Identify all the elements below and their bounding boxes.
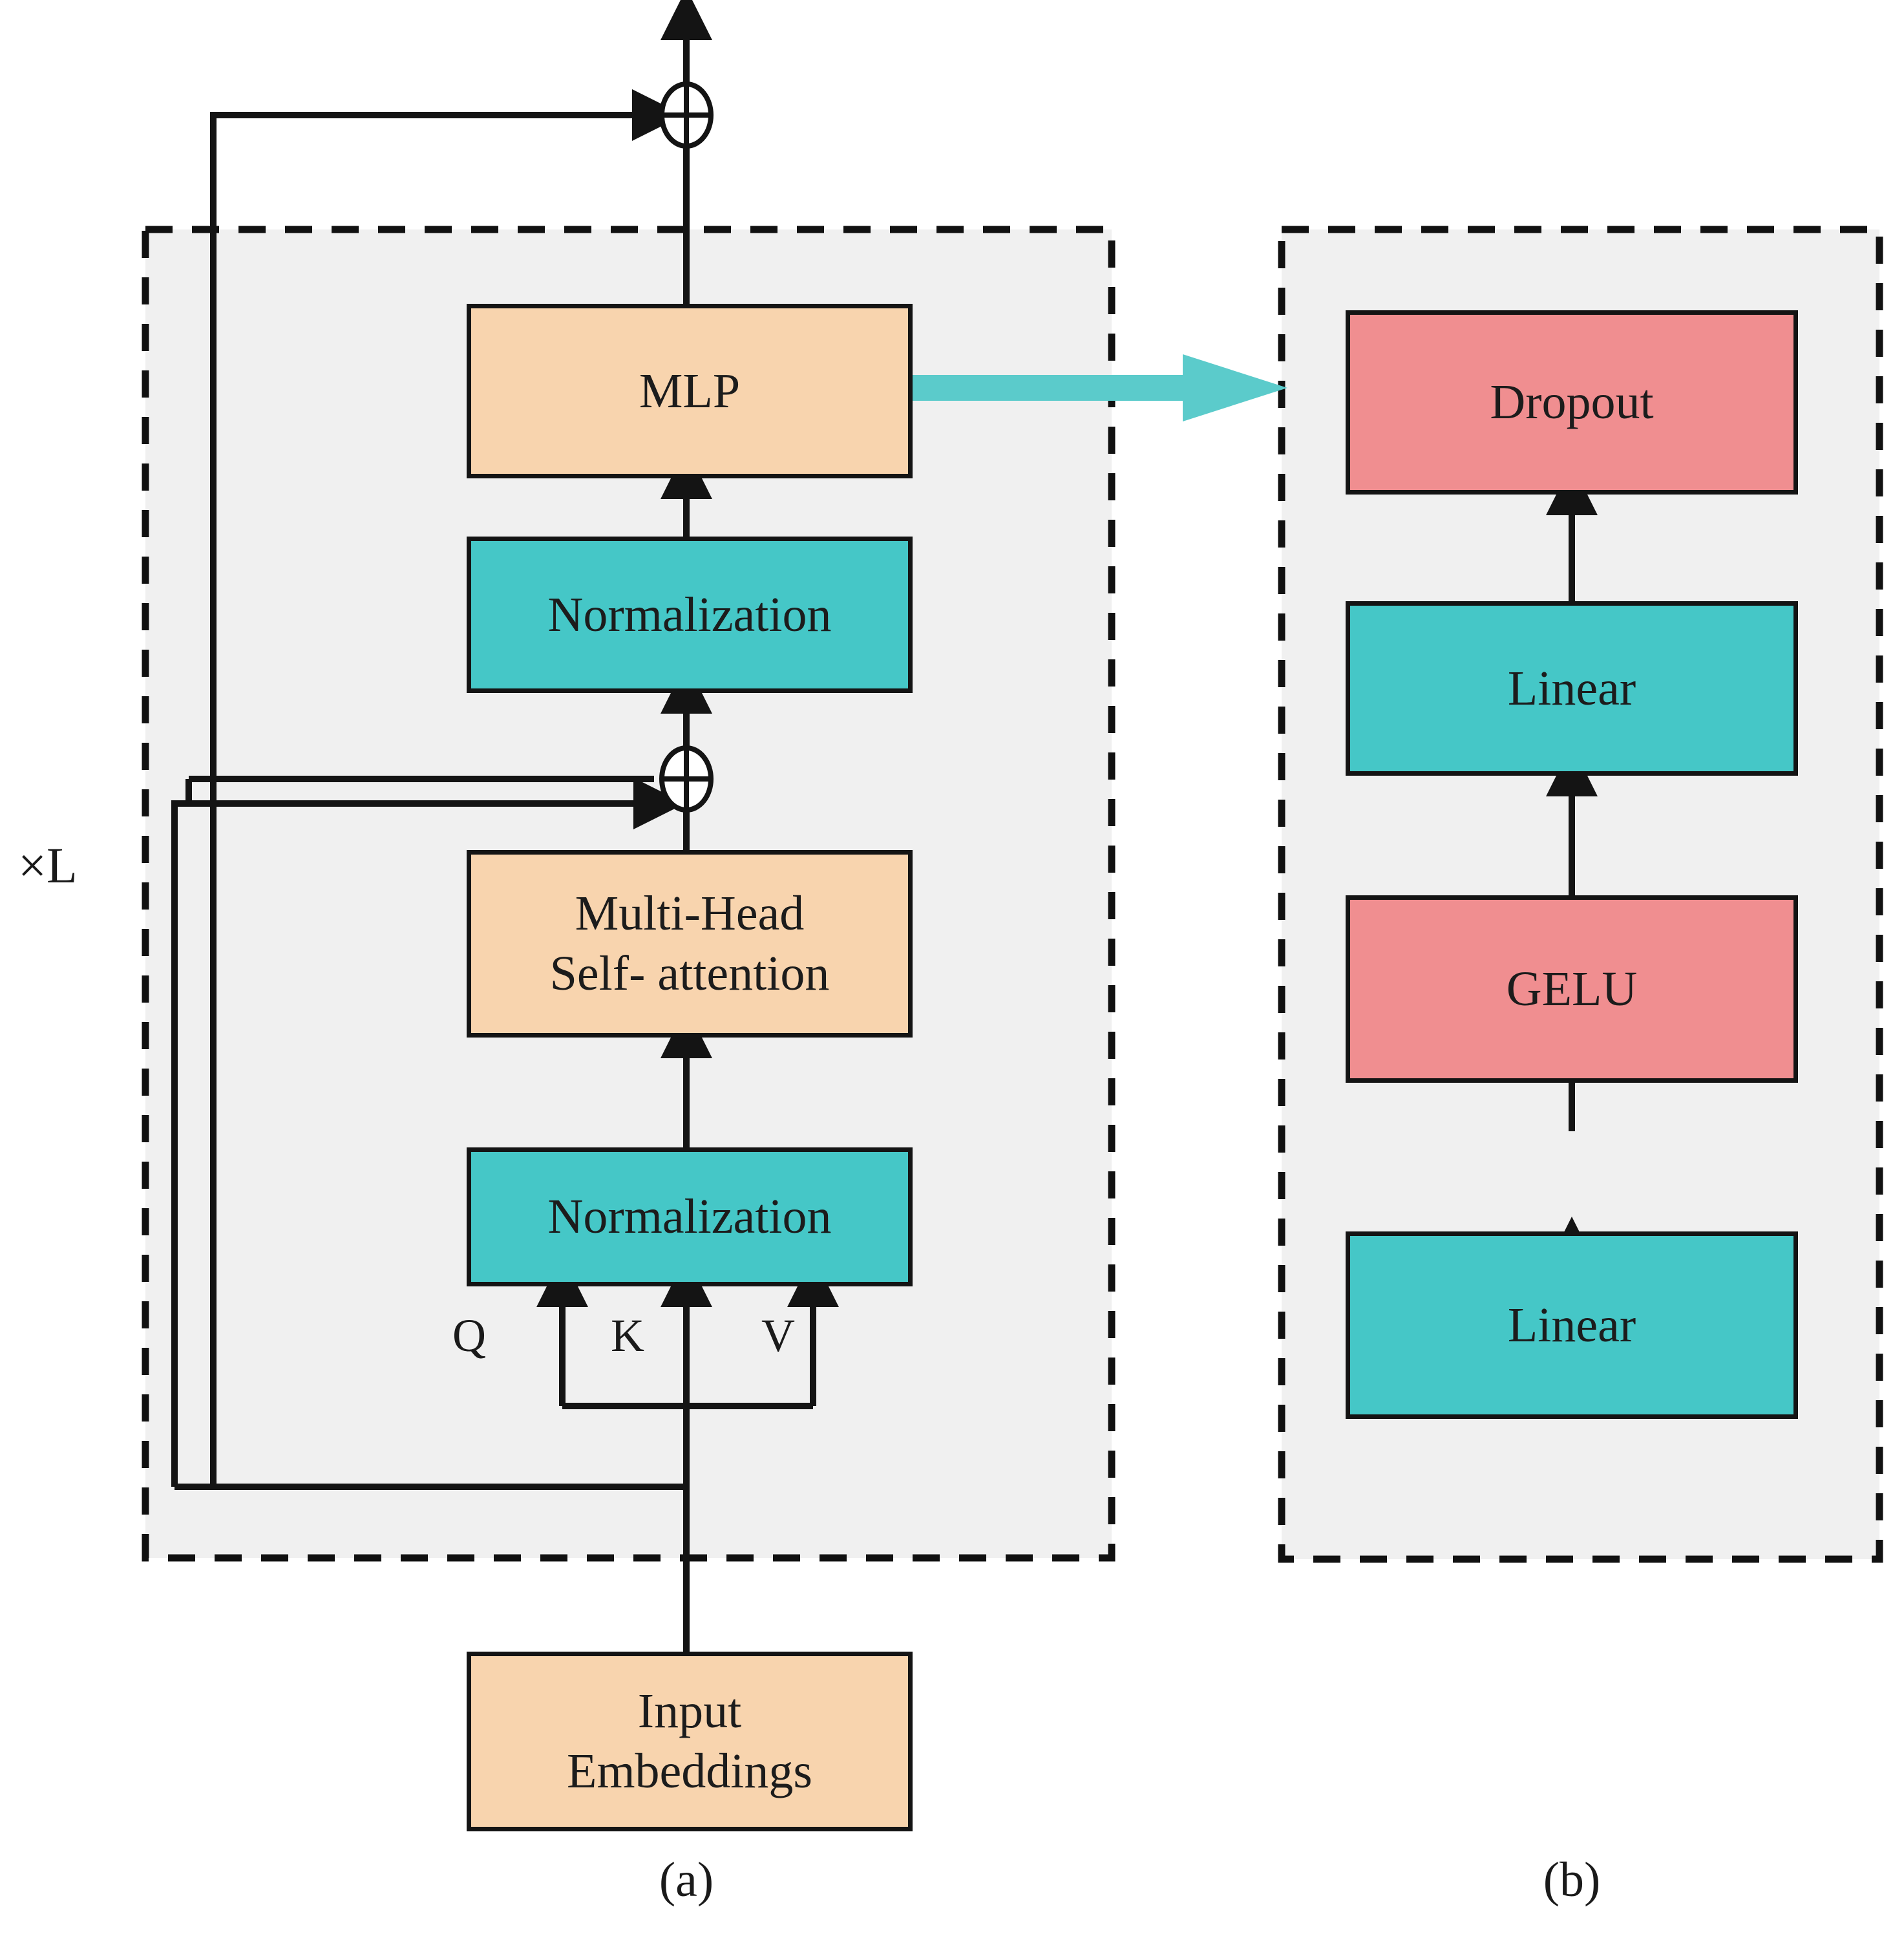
node-linear-top[interactable]: Linear xyxy=(1346,601,1798,776)
node-multi-head-self-attention[interactable]: Multi-Head Self- attention xyxy=(467,850,913,1038)
node-gelu[interactable]: GELU xyxy=(1346,895,1798,1083)
caption-panel-a: (a) xyxy=(659,1853,714,1907)
label-query: Q xyxy=(452,1310,486,1361)
node-mlp-label: MLP xyxy=(639,363,741,418)
add-operator-mid xyxy=(659,745,714,813)
label-value: V xyxy=(761,1310,795,1361)
node-linear-top-label: Linear xyxy=(1507,661,1636,716)
node-attention-label-line2: Self- attention xyxy=(549,946,830,1001)
label-repeat-times-l: ×L xyxy=(18,837,78,893)
node-gelu-label: GELU xyxy=(1506,961,1638,1016)
node-normalization-bottom-label: Normalization xyxy=(547,1189,832,1244)
node-dropout-label: Dropout xyxy=(1490,375,1654,430)
node-attention-label-line1: Multi-Head xyxy=(575,886,805,941)
mlp-to-detail-arrow xyxy=(913,354,1287,421)
caption-panel-b: (b) xyxy=(1543,1853,1601,1907)
node-normalization-top[interactable]: Normalization xyxy=(467,537,913,693)
add-operator-top xyxy=(659,81,714,149)
node-input-embeddings[interactable]: Input Embeddings xyxy=(467,1652,913,1831)
node-normalization-top-label: Normalization xyxy=(547,587,832,642)
label-key: K xyxy=(611,1310,644,1361)
node-dropout[interactable]: Dropout xyxy=(1346,310,1798,495)
node-input-embeddings-label-line1: Input xyxy=(637,1684,742,1739)
node-input-embeddings-label-line2: Embeddings xyxy=(567,1744,812,1798)
node-normalization-bottom[interactable]: Normalization xyxy=(467,1147,913,1286)
node-linear-bottom[interactable]: Linear xyxy=(1346,1231,1798,1419)
node-linear-bottom-label: Linear xyxy=(1507,1297,1636,1352)
node-mlp[interactable]: MLP xyxy=(467,304,913,478)
